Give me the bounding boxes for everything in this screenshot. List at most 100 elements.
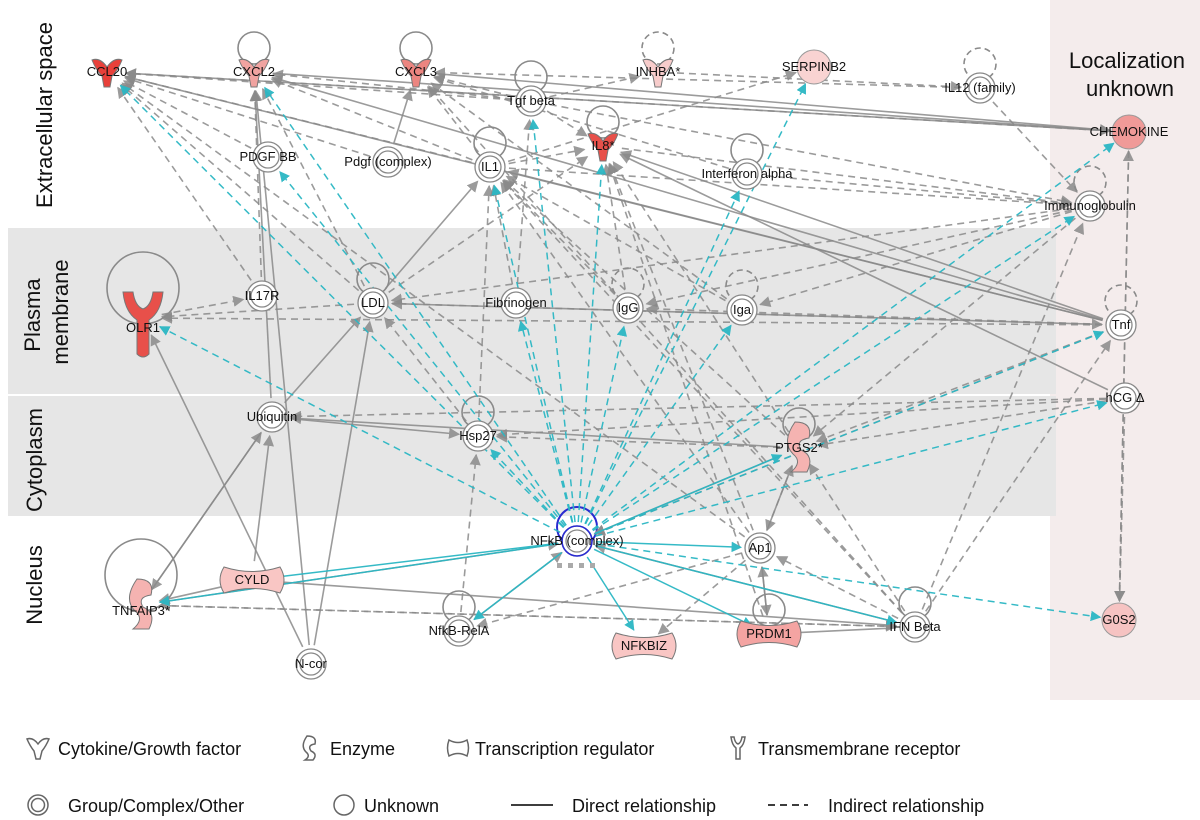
node-ubiq[interactable]: Ubiquitin — [247, 401, 298, 433]
node-serpinb2[interactable]: SERPINB2 — [782, 49, 846, 85]
edge-nfkb-to-prdm1 — [593, 548, 753, 627]
node-iga[interactable]: Iga — [726, 294, 758, 326]
edge-ifnb-to-il1 — [502, 180, 903, 614]
node-il17r[interactable]: IL17R — [245, 280, 280, 312]
legend-label-enzyme: Enzyme — [330, 739, 395, 759]
edge-tgfbeta-to-ig — [549, 103, 1073, 207]
node-ig[interactable]: Immunoglobulin — [1044, 190, 1136, 222]
edge-nfkb-to-serpinb2 — [584, 83, 807, 525]
self-loop-cxcl3 — [399, 31, 433, 65]
edge-hcg-to-il8 — [619, 153, 1109, 391]
legend-group-complex-icon — [27, 794, 49, 816]
node-label-il8: IL8* — [591, 138, 614, 153]
edge-ap1-to-nfkbiz — [657, 559, 747, 635]
node-label-chemokine: CHEMOKINE — [1090, 124, 1169, 139]
edge-cxcl3-to-chemokine — [434, 72, 1112, 136]
edge-nfkb-to-nfkbiz — [586, 556, 635, 631]
node-cyld[interactable]: CYLD — [219, 566, 285, 594]
compartment-label-extracellular: Extracellular space — [32, 22, 57, 208]
node-il1[interactable]: IL1 — [474, 151, 506, 183]
node-olr1[interactable]: OLR1 — [122, 291, 164, 358]
node-ccl20[interactable]: CCL20 — [87, 58, 127, 88]
edge-nfkb-to-chemokine — [591, 142, 1115, 531]
edge-tgfbeta-to-inhba — [549, 73, 641, 98]
node-nfkbiz[interactable]: NFKBIZ — [611, 632, 677, 660]
edge-ptgs2-to-il1 — [503, 179, 786, 436]
edge-fib-to-tgfbeta — [516, 118, 535, 285]
node-pdgf[interactable]: Pdgf (complex) — [344, 146, 432, 178]
legend-label-transmembrane-receptor: Transmembrane receptor — [758, 739, 960, 759]
node-label-olr1: OLR1 — [126, 320, 160, 335]
edge-ap1-to-ccl20 — [121, 82, 746, 538]
node-fib[interactable]: Fibrinogen — [485, 287, 547, 319]
edge-tgfbeta-to-cxcl2 — [271, 69, 513, 100]
edge-il1-to-il8 — [508, 145, 586, 165]
node-label-ubiq: Ubiquitin — [247, 409, 298, 424]
legend-transcription-regulator-icon — [446, 738, 470, 758]
node-hsp27[interactable]: Hsp27 — [459, 420, 497, 452]
node-hcg[interactable]: hCG Δ — [1105, 382, 1145, 414]
node-ldl[interactable]: LDL — [357, 287, 389, 319]
edge-chemokine-to-ccl20 — [124, 68, 1111, 132]
compartment-label-cytoplasm: Cytoplasm — [22, 408, 47, 512]
edge-tgfbeta-to-ccl20 — [124, 68, 513, 101]
edge-hcg-to-ubiq — [289, 397, 1107, 422]
edge-il8-to-ig — [621, 147, 1073, 209]
edge-il12-to-ig — [992, 101, 1078, 193]
edge-ubiq-to-ldl — [284, 316, 362, 404]
node-cxcl2[interactable]: CXCL2 — [233, 58, 275, 88]
node-label-cxcl3: CXCL3 — [395, 64, 437, 79]
node-pdgfbb[interactable]: PDGF BB — [239, 141, 297, 173]
node-ptgs2[interactable]: PTGS2* — [775, 421, 823, 473]
edge-nfkb-to-il1 — [491, 184, 574, 523]
edge-rela-to-hsp27 — [460, 453, 481, 613]
node-label-hcg: hCG Δ — [1105, 390, 1144, 405]
edge-fib-to-il1 — [489, 184, 514, 285]
node-cxcl3[interactable]: CXCL3 — [395, 58, 437, 88]
node-inhba[interactable]: INHBA* — [636, 58, 681, 88]
node-tnfaip3[interactable]: TNFAIP3* — [112, 578, 170, 630]
node-label-tnf: Tnf — [1112, 317, 1131, 332]
node-ap1[interactable]: Ap1 — [744, 532, 776, 564]
node-prdm1[interactable]: PRDM1 — [736, 620, 802, 648]
edge-nfkb-to-igg — [580, 325, 628, 523]
edge-igg-to-il8 — [601, 163, 626, 290]
edge-ifna-to-cxcl3 — [433, 75, 730, 170]
edge-ifnb-to-cxcl3 — [427, 85, 903, 614]
node-label-hsp27: Hsp27 — [459, 428, 497, 443]
edge-ifnb-to-prdm1 — [786, 627, 897, 639]
node-rela[interactable]: NfkB-RelA — [429, 615, 490, 647]
node-ncor[interactable]: N-cor — [295, 648, 328, 680]
node-il8[interactable]: IL8* — [587, 132, 619, 162]
edge-nfkb-to-ifnb — [595, 544, 898, 626]
edge-tnf-to-nfkb — [593, 331, 1104, 536]
edge-nfkb-to-tnf — [594, 330, 1105, 535]
edge-hsp27-to-ldl — [384, 317, 467, 422]
node-tgfbeta[interactable]: Tgf beta — [507, 85, 556, 117]
node-label-il1: IL1 — [481, 159, 499, 174]
edge-ptgs2-to-il8 — [612, 160, 790, 433]
edge-cyld-to-ifnb — [270, 580, 898, 631]
edge-ubiq-to-hsp27 — [290, 417, 461, 439]
node-label-fib: Fibrinogen — [485, 295, 546, 310]
node-ifnb[interactable]: IFN Beta — [889, 611, 941, 643]
edge-cyld-to-ubiq — [253, 434, 275, 562]
node-igg[interactable]: IgG — [612, 292, 644, 324]
edge-ig-to-igg — [645, 209, 1072, 308]
edge-ptgs2-to-ubiq — [289, 413, 781, 448]
node-tnf[interactable]: Tnf — [1105, 309, 1137, 341]
node-label-il12: IL12 (family) — [944, 80, 1016, 95]
compartment-label-plasma-membrane: Plasma membrane — [20, 259, 73, 364]
legend-unknown-icon — [333, 794, 355, 816]
node-g0s2[interactable]: G0S2 — [1101, 602, 1137, 638]
edge-ncor-to-ldl — [313, 320, 374, 646]
node-chemokine[interactable]: CHEMOKINE — [1090, 114, 1169, 150]
edge-ifnb-to-tnf — [925, 339, 1111, 612]
edge-chemokine-to-g0s2 — [1113, 150, 1130, 603]
node-nfkb[interactable]: NFkB (complex) — [530, 525, 624, 568]
edge-ubiq-to-cxcl2 — [249, 89, 272, 399]
node-ifna[interactable]: Interferon alpha — [701, 158, 793, 190]
edge-tnfaip3-to-ubiq — [151, 431, 262, 590]
node-il12[interactable]: IL12 (family) — [944, 72, 1016, 104]
